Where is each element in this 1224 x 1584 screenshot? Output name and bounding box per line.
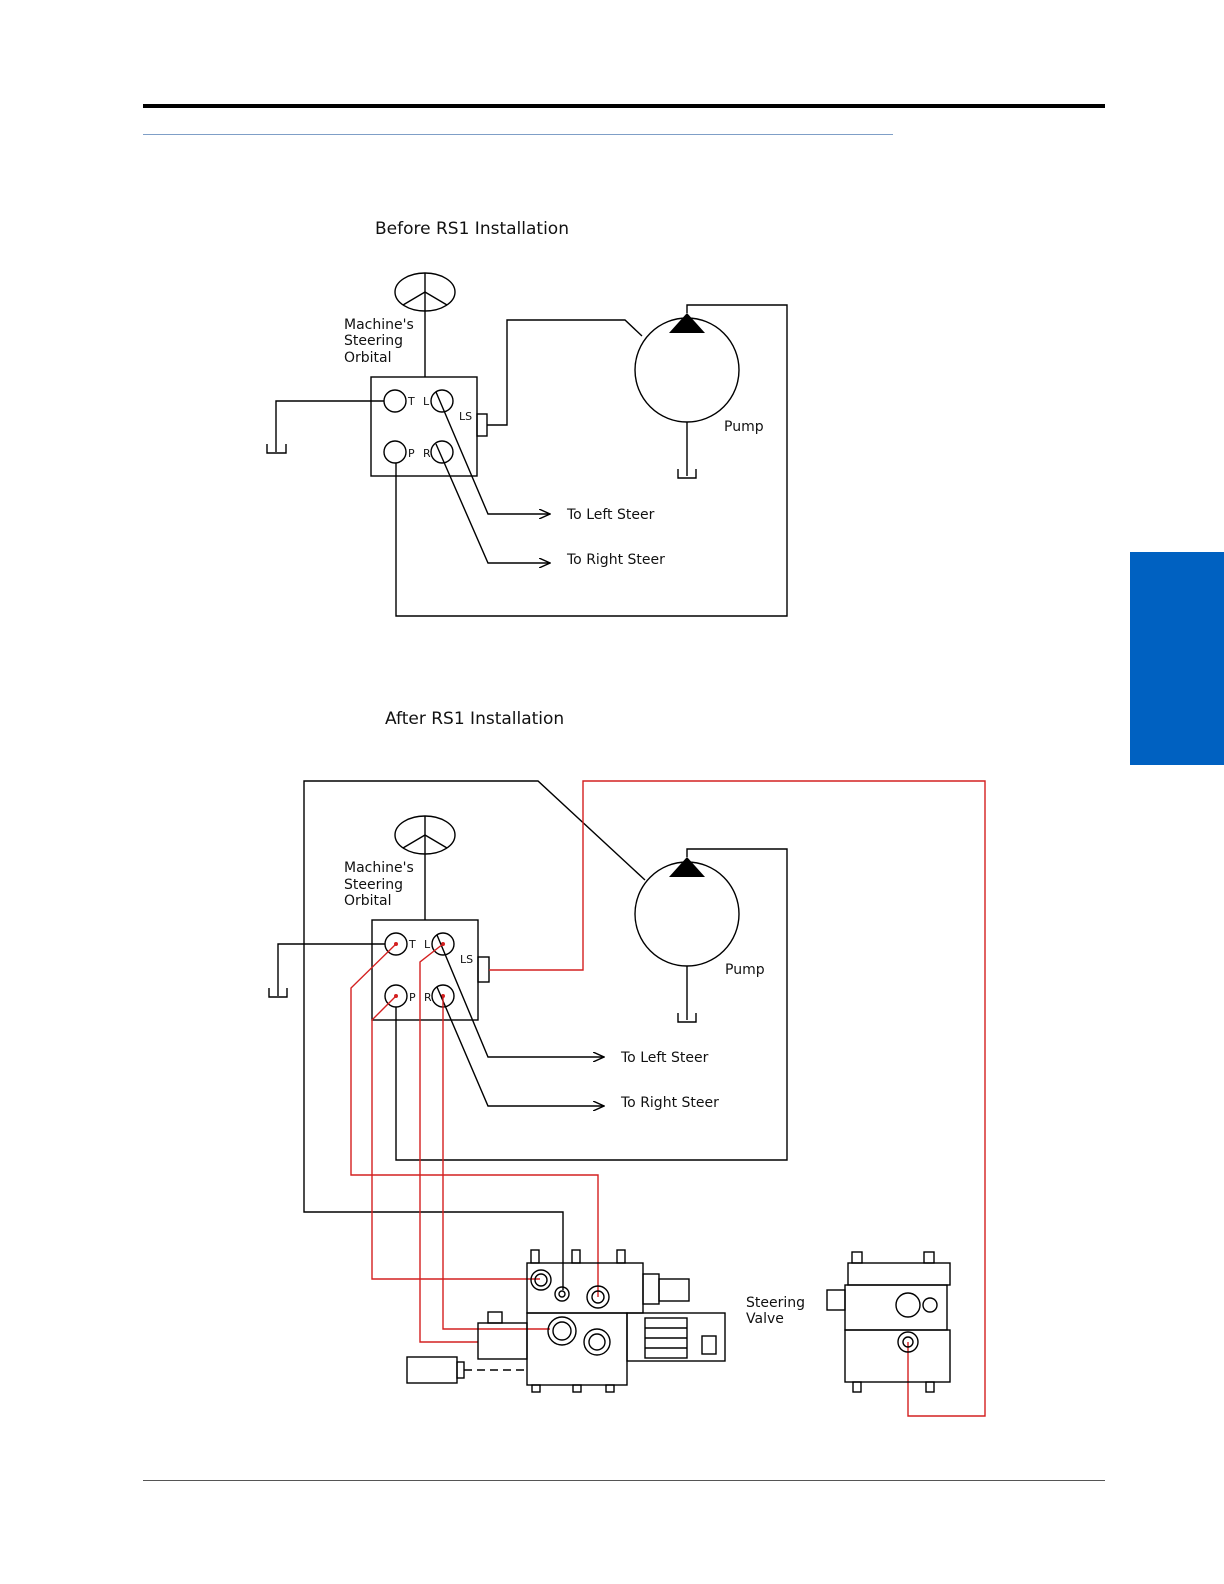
diagram-before: Before RS1 Installation Machine's Steeri… [267, 219, 787, 616]
pump-label: Pump [725, 962, 765, 978]
pump-label: Pump [724, 419, 764, 435]
diagram-after: After RS1 Installation Machine's Steerin… [269, 709, 985, 1416]
svg-text:L: L [423, 395, 430, 408]
svg-text:P: P [408, 447, 415, 460]
sensor-icon [407, 1357, 457, 1383]
svg-text:LS: LS [460, 953, 473, 966]
svg-text:L: L [424, 938, 431, 951]
svg-text:R: R [424, 991, 432, 1004]
left-steer-label: To Left Steer [620, 1050, 709, 1066]
steering-wheel-icon [395, 816, 455, 854]
orbital-label: Machine's Steering Orbital [344, 317, 418, 366]
orbital-block [371, 377, 477, 476]
right-steer-label: To Right Steer [566, 552, 665, 568]
port-r [431, 441, 453, 463]
pump-icon [635, 857, 739, 966]
steering-valve-label: Steering Valve [746, 1295, 809, 1327]
right-steer-label: To Right Steer [620, 1095, 719, 1111]
steering-valve-side-view [827, 1252, 950, 1392]
left-steer-label: To Left Steer [566, 507, 655, 523]
port-t [384, 390, 406, 412]
port-p [384, 441, 406, 463]
svg-text:R: R [423, 447, 431, 460]
pump-icon [635, 313, 739, 422]
svg-text:P: P [409, 991, 416, 1004]
svg-text:LS: LS [459, 410, 472, 423]
steering-valve-front-view [407, 1250, 725, 1392]
steering-wheel-icon [395, 273, 455, 311]
after-title: After RS1 Installation [385, 709, 564, 729]
svg-text:T: T [407, 395, 415, 408]
port-l [431, 390, 453, 412]
orbital-label: Machine's Steering Orbital [344, 860, 418, 909]
ls-port [478, 957, 489, 982]
before-title: Before RS1 Installation [375, 219, 569, 239]
svg-text:T: T [408, 938, 416, 951]
ls-port [477, 414, 487, 436]
